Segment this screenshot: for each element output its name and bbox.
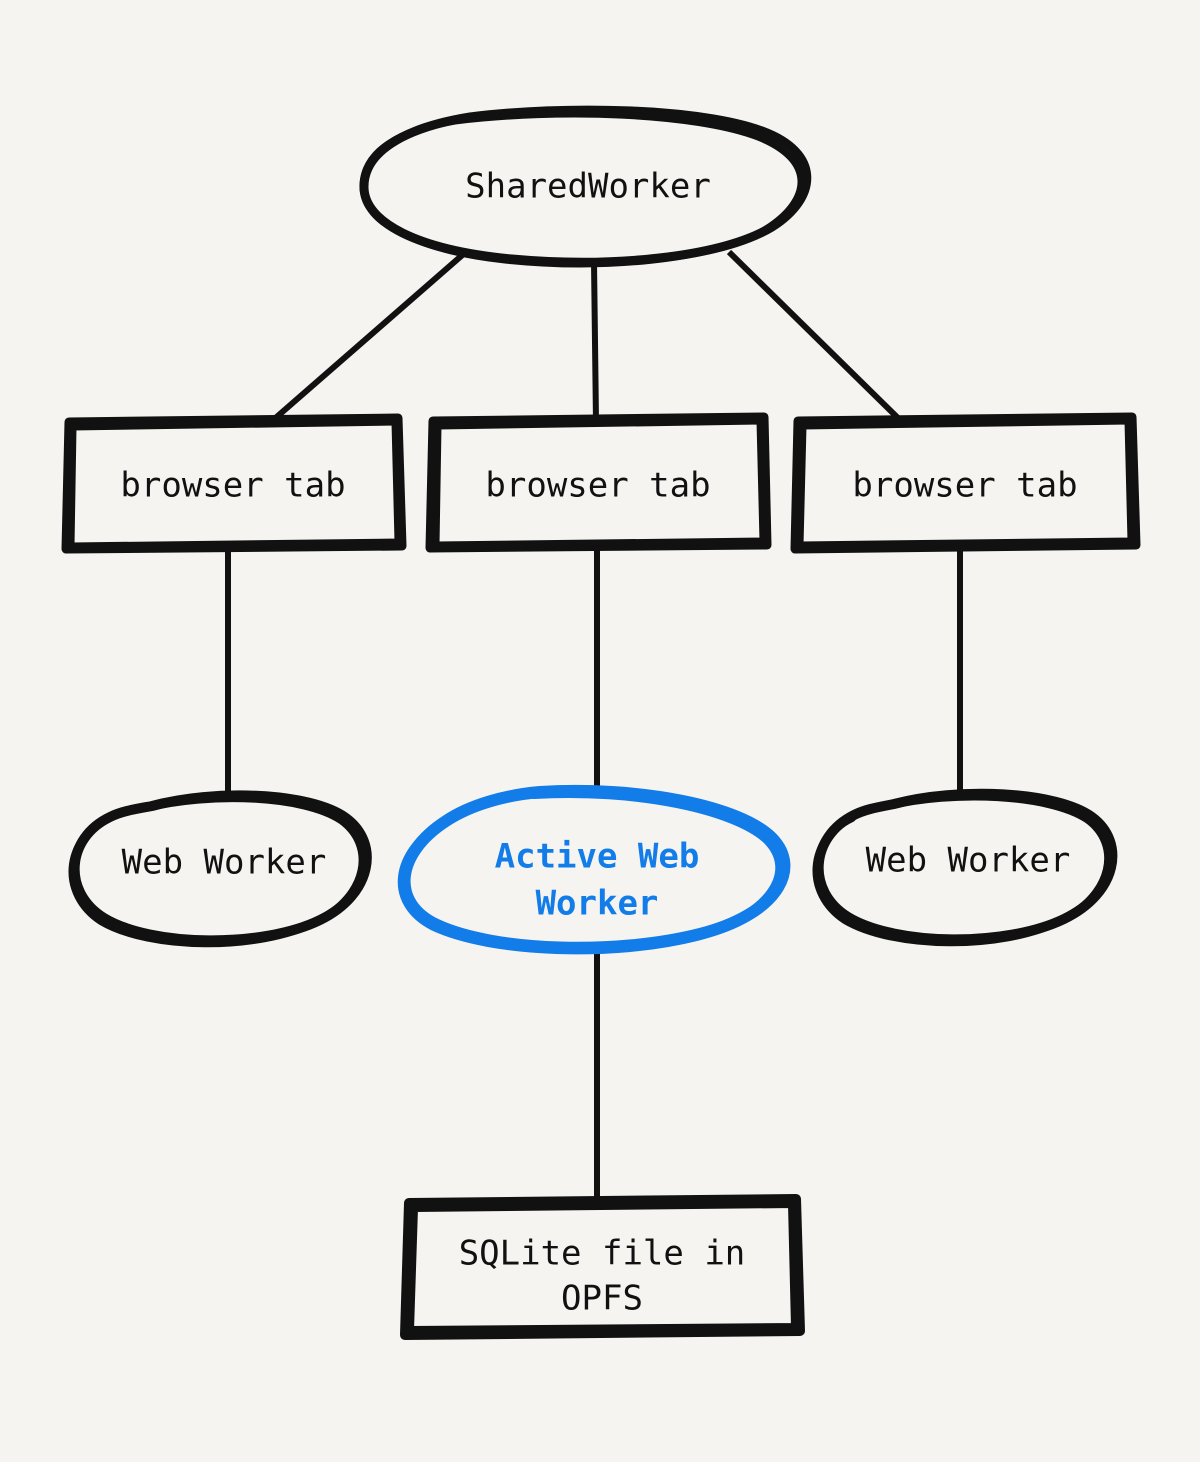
sqlite-file-label-line1: SQLite file in — [459, 1234, 746, 1274]
sqlite-file-fill — [406, 1201, 798, 1333]
node-sqlite-file[interactable]: SQLite file in OPFS — [400, 1194, 805, 1340]
browser-tab-center-fill — [431, 420, 765, 548]
browser-tab-right-label: browser tab — [852, 466, 1077, 506]
sqlite-file-outline-b — [406, 1200, 799, 1334]
browser-tab-right-outline-a — [790, 412, 1141, 554]
browser-tab-left-fill — [66, 420, 400, 548]
browser-tab-left-outline-a — [61, 413, 407, 554]
browser-tab-left-outline-b — [67, 418, 402, 550]
shared-worker-fill — [362, 110, 814, 262]
node-browser-tab-right[interactable]: browser tab — [790, 412, 1141, 554]
edge-sharedworker-to-browser-tab-center — [591, 261, 599, 423]
browser-tab-left-label: browser tab — [120, 466, 345, 506]
web-worker-right-label: Web Worker — [866, 841, 1071, 881]
edge-group — [225, 248, 963, 1202]
node-web-worker-right[interactable]: Web Worker — [812, 788, 1118, 947]
browser-tab-center-label: browser tab — [485, 466, 710, 506]
shared-worker-label: SharedWorker — [465, 167, 711, 207]
sqlite-file-outline-a — [400, 1194, 805, 1340]
sqlite-file-label-line2: OPFS — [561, 1279, 643, 1319]
web-worker-right-fill — [818, 790, 1118, 934]
web-worker-right-outline-b — [812, 792, 1113, 947]
browser-tab-center-outline-a — [425, 412, 772, 553]
active-web-worker-fill — [416, 790, 776, 946]
edge-sharedworker-to-browser-tab-left — [270, 248, 469, 424]
shared-worker-outline-b — [359, 110, 805, 268]
node-browser-tab-left[interactable]: browser tab — [61, 413, 407, 554]
node-browser-tab-center[interactable]: browser tab — [425, 412, 772, 553]
active-web-worker-label-line2: Worker — [536, 884, 659, 924]
active-web-worker-outline-b — [397, 787, 786, 955]
web-worker-left-outline-b — [68, 794, 367, 948]
node-web-worker-left[interactable]: Web Worker — [68, 790, 374, 948]
edge-sharedworker-to-browser-tab-right — [726, 249, 903, 423]
active-web-worker-label-line1: Active Web — [495, 837, 700, 877]
node-active-web-worker[interactable]: Active Web Worker — [397, 784, 791, 955]
web-worker-left-fill — [74, 792, 374, 936]
browser-tab-center-outline-b — [432, 417, 767, 549]
browser-tab-right-outline-b — [796, 417, 1135, 549]
web-worker-left-label: Web Worker — [122, 843, 327, 883]
browser-tab-right-fill — [796, 420, 1134, 548]
node-shared-worker[interactable]: SharedWorker — [359, 105, 814, 268]
